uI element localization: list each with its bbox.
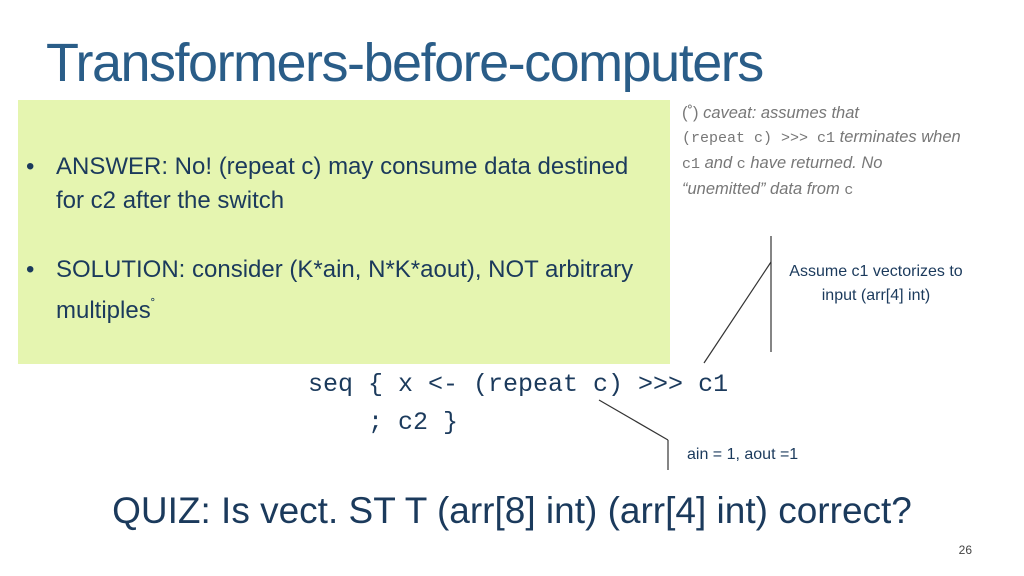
caveat-line-4: “unemitted” data from c	[682, 177, 1012, 203]
caveat-text: terminates when	[839, 128, 961, 146]
caveat-code: c	[736, 156, 746, 173]
caveat-line-3: c1 and c have returned. No	[682, 151, 1012, 177]
bullet: •	[26, 153, 35, 180]
caveat-reference-mark: ˚	[150, 296, 156, 312]
bullet: •	[26, 256, 35, 283]
quiz-question: QUIZ: Is vect. ST T (arr[8] int) (arr[4]…	[112, 490, 912, 531]
solution-text: SOLUTION: consider (K*ain, N*K*aout), NO…	[56, 256, 634, 324]
page-number: 26	[958, 543, 972, 557]
caveat-line-2: (repeat c) >>> c1 terminates when	[682, 125, 1012, 151]
solution-item: • SOLUTION: consider (K*ain, N*K*aout), …	[18, 253, 638, 328]
code-line-1: seq { x <- (repeat c) >>> c1	[308, 370, 729, 399]
caveat-text: “unemitted” data from	[682, 180, 840, 198]
caveat-code: c	[844, 182, 854, 199]
answer-text: ANSWER: No! (repeat c) may consume data …	[56, 153, 629, 214]
caveat-code: c1	[682, 156, 701, 173]
caveat-note: (˚) caveat: assumes that (repeat c) >>> …	[682, 101, 1012, 203]
caveat-text: have returned. No	[750, 154, 883, 172]
caveat-text: caveat: assumes that	[703, 104, 859, 122]
ain-pointer-line	[598, 399, 669, 441]
assume-pointer-line	[703, 261, 772, 364]
caveat-text: and	[704, 154, 733, 172]
assume-annotation: Assume c1 vectorizes to input (arr[4] in…	[789, 263, 963, 304]
answer-overlay-box: • ANSWER: No! (repeat c) may consume dat…	[18, 100, 670, 364]
code-line-2: ; c2 }	[308, 408, 459, 437]
ain-annotation: ain = 1, aout =1	[687, 446, 799, 463]
caveat-code: (repeat c) >>> c1	[682, 130, 836, 147]
slide-title: Transformers-before-computers	[46, 33, 764, 93]
caveat-line-1: (˚) caveat: assumes that	[682, 101, 1012, 125]
answer-item: • ANSWER: No! (repeat c) may consume dat…	[18, 150, 638, 218]
caveat-mark: (˚)	[682, 104, 699, 122]
code-block: seq { x <- (repeat c) >>> c1 ; c2 }	[308, 366, 728, 442]
